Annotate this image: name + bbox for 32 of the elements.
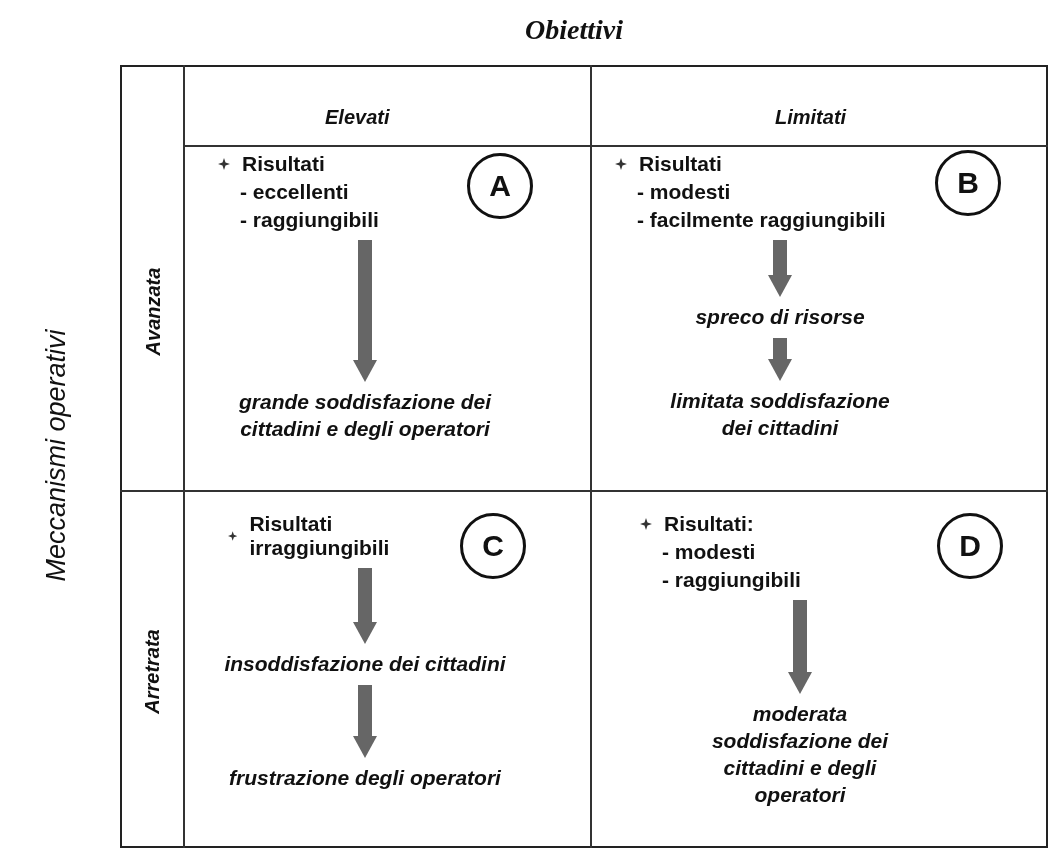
outcome-text: moderata soddisfazione dei cittadini e degli operatori (680, 700, 920, 808)
result-heading: Risultati (639, 152, 722, 176)
block-arrow (768, 338, 792, 381)
column-header: Limitati (775, 106, 847, 129)
axis-title: Meccanismi operativi (40, 329, 72, 582)
block-arrow (353, 685, 377, 758)
letter-circle: D (937, 513, 1003, 579)
result-item: - raggiungibili (240, 208, 379, 232)
result-item: - facilmente raggiungibili (637, 208, 886, 232)
outcome-text: limitata soddisfazione dei cittadini (660, 387, 900, 441)
letter-circle: C (460, 513, 526, 579)
row-header: Arretrata (140, 629, 164, 714)
outcome-text: spreco di risorse (640, 303, 920, 330)
row-header: Avanzata (142, 267, 166, 356)
result-heading: Risultati (242, 152, 325, 176)
outcome-text: insoddisfazione dei cittadini (215, 650, 515, 677)
result-heading: Risultati: (664, 512, 754, 536)
result-item: - modesti (637, 180, 731, 204)
column-header: Elevati (325, 106, 390, 129)
outcome-text: grande soddisfazione dei cittadini e degli operatori (205, 388, 525, 442)
result-heading: Risultati irraggiungibili (249, 512, 391, 560)
result-item: - modesti (662, 540, 756, 564)
result-item: - eccellenti (240, 180, 349, 204)
result-item: - raggiungibili (662, 568, 801, 592)
block-arrow (353, 240, 377, 382)
letter-circle: A (467, 153, 533, 219)
axis-title: Obiettivi (525, 14, 623, 46)
block-arrow (788, 600, 812, 694)
outcome-text: frustrazione degli operatori (215, 764, 515, 791)
block-arrow (768, 240, 792, 297)
block-arrow (353, 568, 377, 644)
letter-circle: B (935, 150, 1001, 216)
